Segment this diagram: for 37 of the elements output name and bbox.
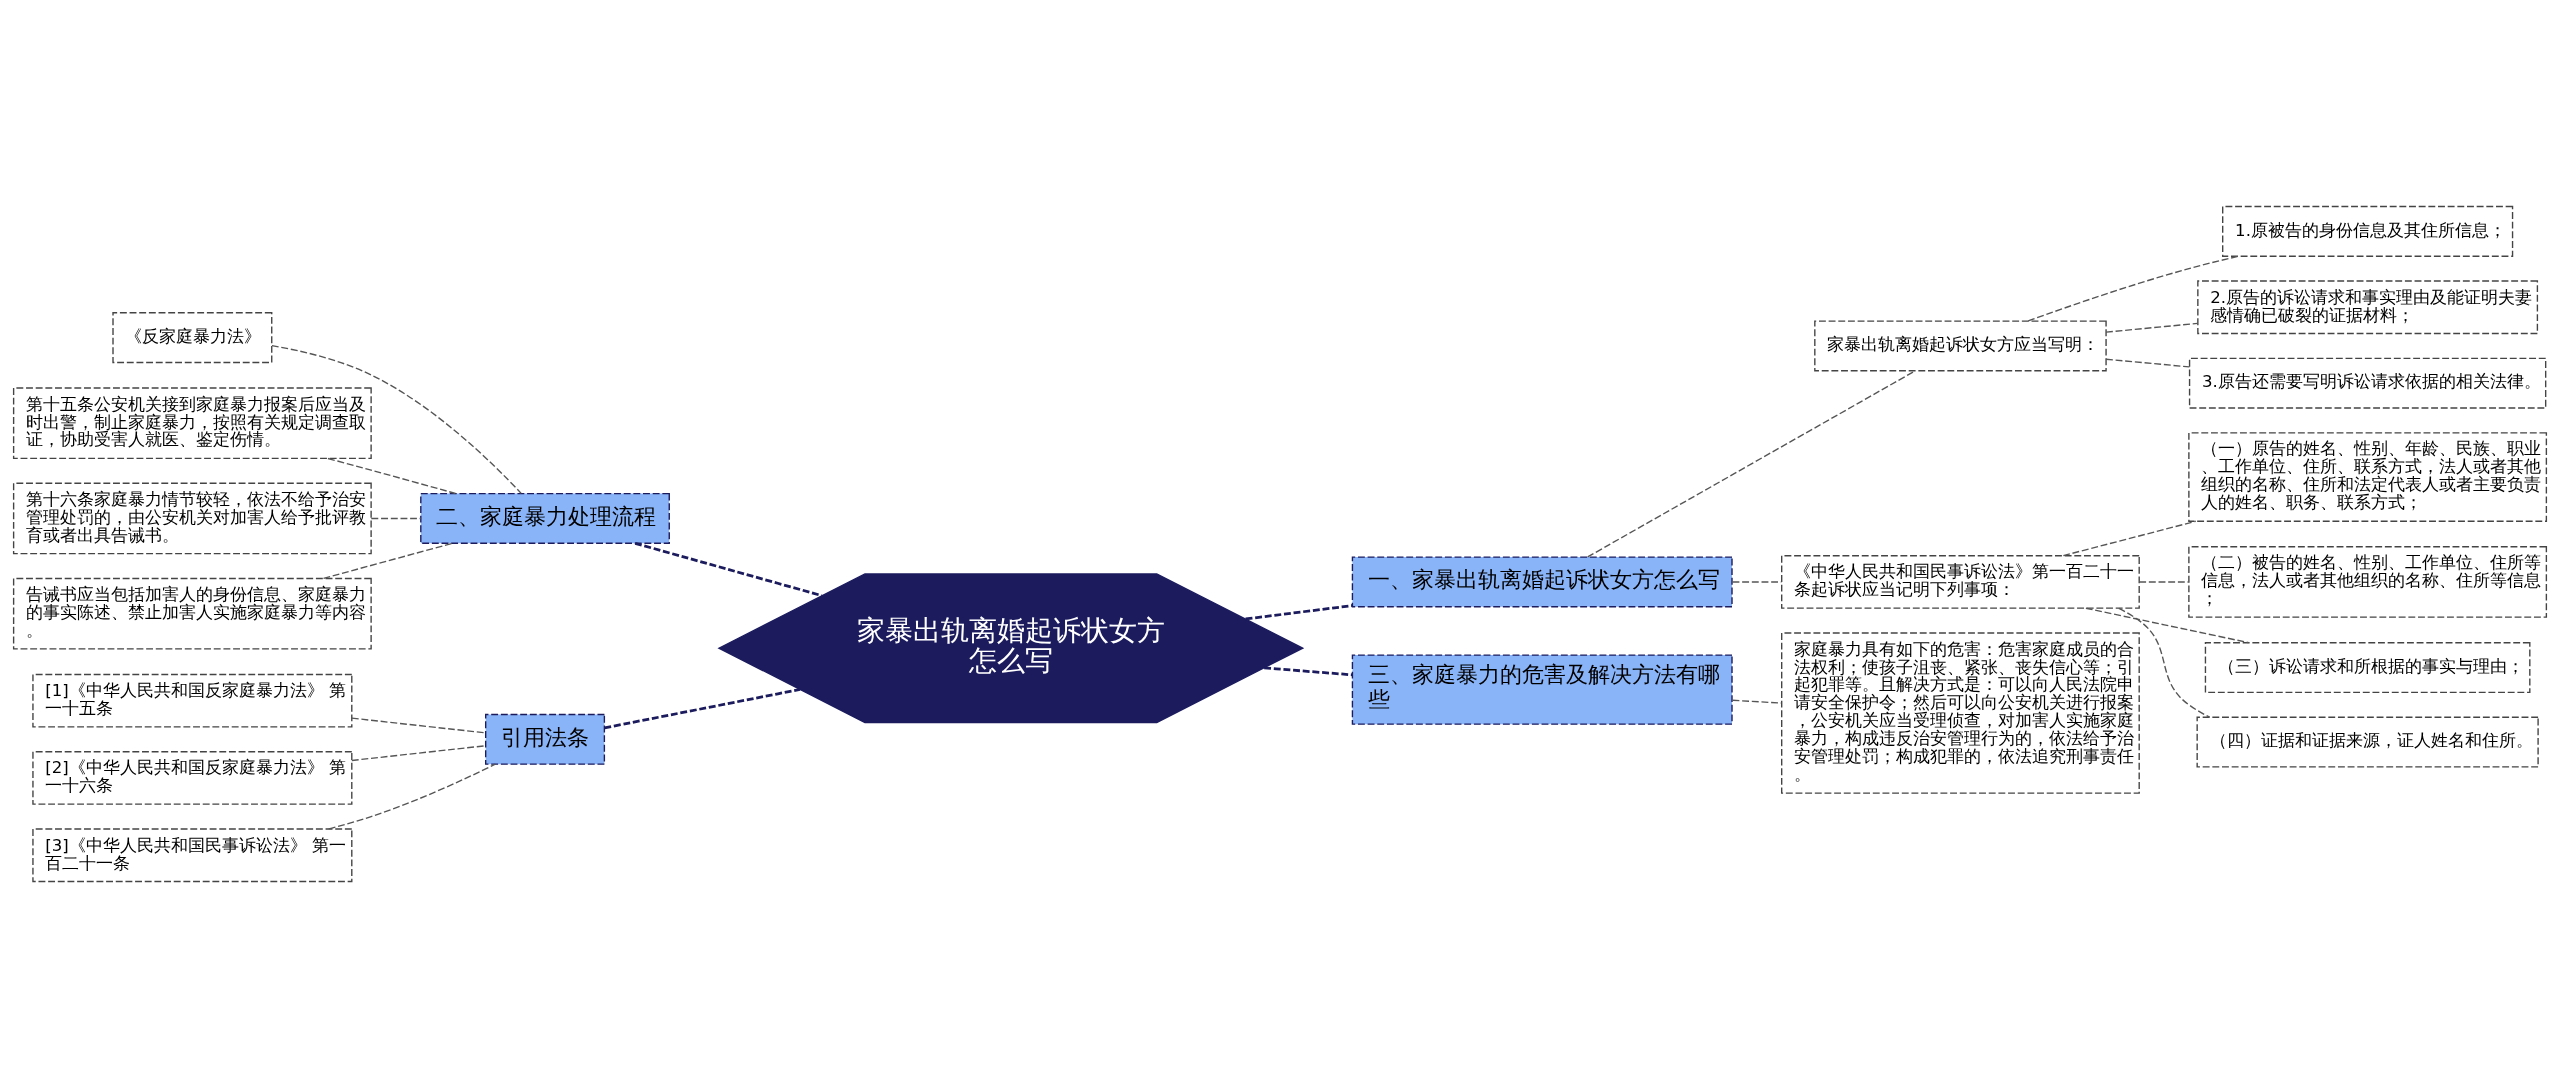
connector <box>1245 603 1353 620</box>
connector <box>1264 666 1353 676</box>
connector <box>351 744 487 761</box>
connector <box>2105 358 2191 368</box>
node-box: 第十六条家庭暴力情节较轻，依法不给予治安管理处罚的，由公安机关对加害人给予批评教育或者出具告诫书。 <box>12 482 372 554</box>
connector <box>2027 255 2240 322</box>
node-box: [3]《中华人民共和国民事诉讼法》 第一百二十一条 <box>32 827 353 882</box>
connector <box>2118 607 2211 718</box>
connector <box>2062 520 2197 556</box>
connector <box>2085 607 2250 643</box>
connector <box>604 687 801 729</box>
node-box: 家庭暴力具有如下的危害：危害家庭成员的合法权利；使孩子沮丧、紧张、丧失信心等；引起犯罪等。且解决方式是：可以向人民法院申请安全保护令；然后可以向公安机关进行报案，公安机关应当受理侦查，对加害人实施家庭暴力，构成违反治安管理行为的，依法给予治安管理处罚；构成犯罪的，依法追究刑事责任。 <box>1781 631 2140 794</box>
node-box: 引用法条 <box>485 713 606 765</box>
node-box: 2.原告的诉讼请求和事实理由及能证明夫妻感情确已破裂的证据材料； <box>2197 279 2539 334</box>
node-box: 第十五条公安机关接到家庭暴力报案后应当及时出警，制止家庭暴力，按照有关规定调查取证，协助受害人就医、鉴定伤情。 <box>12 386 372 459</box>
connector <box>2105 322 2199 333</box>
connector <box>271 344 522 494</box>
node-box: 三、家庭暴力的危害及解决方法有哪些 <box>1351 653 1733 725</box>
connector <box>634 541 823 597</box>
node-box: （三）诉讼请求和所根据的事实与理由； <box>2204 641 2531 693</box>
node-box: 1.原被告的身份信息及其住所信息； <box>2222 205 2514 257</box>
connector <box>1586 369 1916 558</box>
connector <box>351 716 487 734</box>
node-box: 《中华人民共和国民事诉讼法》第一百二十一条起诉状应当记明下列事项： <box>1781 554 2140 609</box>
node-box: 一、家暴出轨离婚起诉状女方怎么写 <box>1351 555 1733 607</box>
node-box: （二）被告的姓名、性别、工作单位、住所等信息，法人或者其他组织的名称、住所等信息； <box>2188 545 2548 618</box>
connector <box>328 763 496 830</box>
node-box: 《反家庭暴力法》 <box>112 311 273 363</box>
node-box: （一）原告的姓名、性别、年龄、民族、职业、工作单位、住所、联系方式，法人或者其他组织的名称、住所和法定代表人或者主要负责人的姓名、职务、联系方式； <box>2188 431 2548 522</box>
node-box: [2]《中华人民共和国反家庭暴力法》 第一十六条 <box>32 750 353 805</box>
node-box: （四）证据和证据来源，证人姓名和住所。 <box>2196 716 2539 768</box>
connector <box>370 517 422 519</box>
node-box: 二、家庭暴力处理流程 <box>420 492 670 544</box>
node-box: 3.原告还需要写明诉讼请求依据的相关法律。 <box>2188 357 2547 409</box>
node-box: 告诫书应当包括加害人的身份信息、家庭暴力的事实陈述、禁止加害人实施家庭暴力等内容。 <box>12 577 372 650</box>
node-box: 家暴出轨离婚起诉状女方应当写明： <box>1814 319 2107 371</box>
node-box: [1]《中华人民共和国反家庭暴力法》 第一十五条 <box>32 673 353 728</box>
